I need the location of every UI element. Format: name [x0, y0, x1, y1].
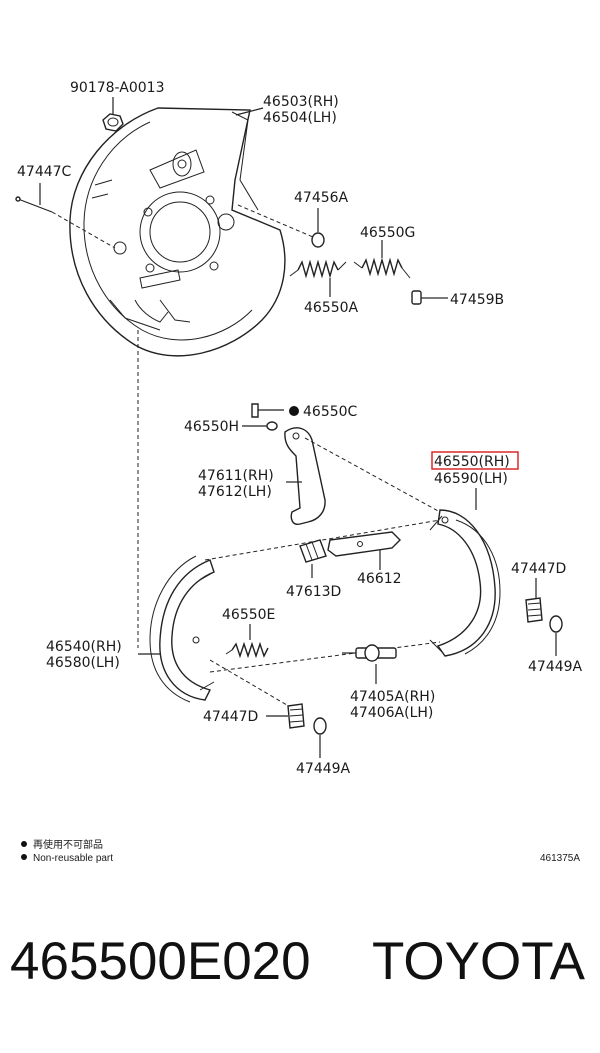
cup-47449A-right [549, 615, 563, 633]
label-46550-highlighted: 46550(RH) [434, 454, 510, 470]
adjuster-47405A [342, 644, 397, 662]
strut-pad-47613D [299, 539, 327, 563]
label-46550E: 46550E [222, 607, 275, 623]
label-47456A: 47456A [294, 190, 349, 206]
pin-46550H [251, 403, 284, 431]
backing-plate [69, 107, 286, 357]
legend-line-1: 再使用不可部品 [33, 838, 103, 851]
highlight-box [431, 451, 519, 470]
washer-47456A [311, 232, 325, 248]
spring-46550A [289, 259, 347, 279]
label-46612: 46612 [357, 571, 402, 587]
parking-brake-lever-47611 [284, 427, 326, 526]
legend-bullet-2 [21, 854, 27, 860]
label-47447C: 47447C [17, 164, 72, 180]
clip-46550C [289, 406, 299, 416]
label-90178: 90178-A0013 [70, 80, 165, 96]
label-47613D: 47613D [286, 584, 341, 600]
bolt-47459B [411, 290, 432, 305]
label-46504: 46504(LH) [263, 110, 337, 126]
label-46503: 46503(RH) [263, 94, 339, 110]
spring-47447D-left [287, 703, 305, 729]
label-47612: 47612(LH) [198, 484, 272, 500]
label-47449A-right: 47449A [528, 659, 583, 675]
label-47406A: 47406A(LH) [350, 705, 433, 721]
strut-46612 [327, 531, 401, 557]
label-46590: 46590(LH) [434, 471, 508, 487]
label-47447D-right: 47447D [511, 561, 566, 577]
brake-shoe-46540 [149, 555, 215, 703]
label-47611: 47611(RH) [198, 468, 274, 484]
nut-90178-A0013 [102, 113, 124, 132]
label-46540: 46540(RH) [46, 639, 122, 655]
label-46580: 46580(LH) [46, 655, 120, 671]
label-47449A-left: 47449A [296, 761, 351, 777]
label-47459B: 47459B [450, 292, 504, 308]
spring-47447D-right [525, 597, 543, 623]
spring-46550G [353, 257, 411, 279]
brand-caption: TOYOTA [372, 932, 586, 991]
part-number-caption: 465500E020 [10, 932, 311, 991]
cup-47449A-left [313, 717, 327, 735]
pin-47447C [15, 196, 53, 213]
legend-bullet-1 [21, 841, 27, 847]
legend-line-2: Non-reusable part [33, 853, 113, 864]
spring-46550E [225, 641, 269, 659]
label-47405A: 47405A(RH) [350, 689, 435, 705]
drawing-number: 461375A [540, 853, 580, 864]
brake-shoe-46550 [429, 509, 501, 657]
label-46550A: 46550A [304, 300, 359, 316]
label-46550H: 46550H [184, 419, 239, 435]
label-46550C: 46550C [303, 404, 358, 420]
label-47447D-left: 47447D [203, 709, 258, 725]
label-46550G: 46550G [360, 225, 415, 241]
